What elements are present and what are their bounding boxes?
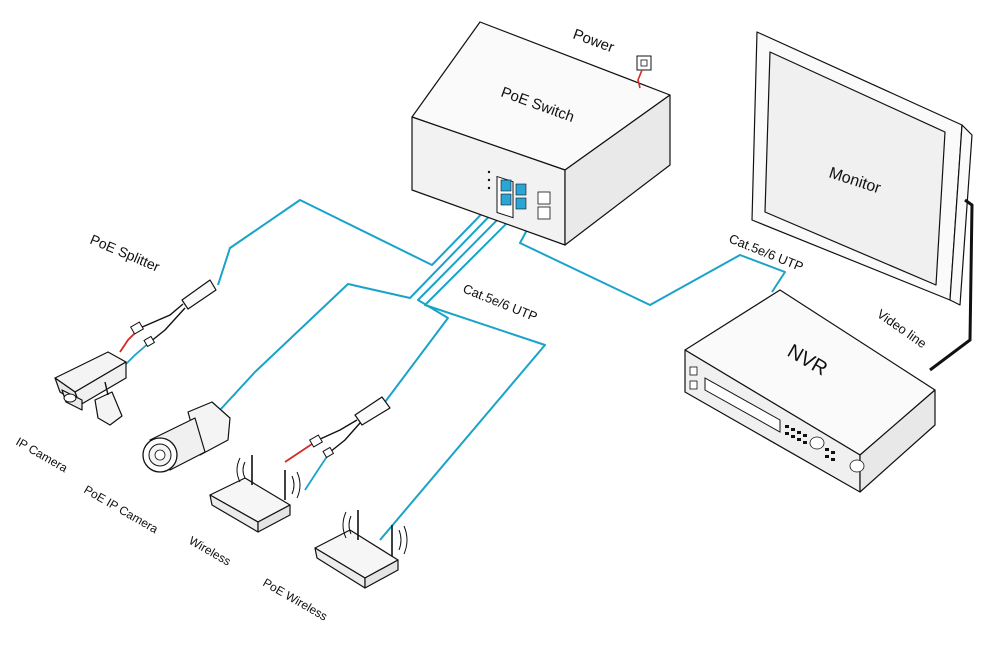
wireless-router-icon-poe — [314, 510, 408, 589]
splitter-icon — [119, 279, 217, 366]
cable-to-nvr — [519, 214, 786, 306]
power-socket-icon — [636, 55, 652, 89]
dome-camera-icon — [142, 401, 231, 473]
switch-icon: PoE Switch — [411, 21, 671, 246]
cable-to-poe-wireless — [379, 209, 546, 541]
video-line-label: Video line — [874, 306, 929, 351]
ip-camera-label: IP Camera — [14, 434, 71, 475]
nvr-icon: NVR — [684, 289, 936, 493]
ip-camera-icon — [54, 351, 127, 426]
cable-to-wireless-splitter — [384, 204, 513, 403]
nvr-buttons — [785, 425, 835, 461]
switch-ports — [487, 170, 551, 220]
cable-to-splitter — [217, 194, 501, 286]
poe-ip-camera-label: PoE IP Camera — [82, 482, 161, 536]
wireless-label: Wireless — [187, 533, 234, 568]
splitter-icon-wireless — [284, 396, 391, 491]
power-label: Power — [571, 26, 617, 57]
cables — [217, 194, 786, 541]
wireless-router-icon — [209, 455, 301, 533]
cat-middle-label: Cat.5e/6 UTP — [461, 281, 540, 324]
cable-to-poe-ip-camera — [219, 199, 506, 411]
poe-splitter-label: PoE Splitter — [88, 231, 163, 275]
poe-wireless-label: PoE Wireless — [261, 575, 330, 623]
monitor-icon: Monitor — [751, 31, 974, 372]
